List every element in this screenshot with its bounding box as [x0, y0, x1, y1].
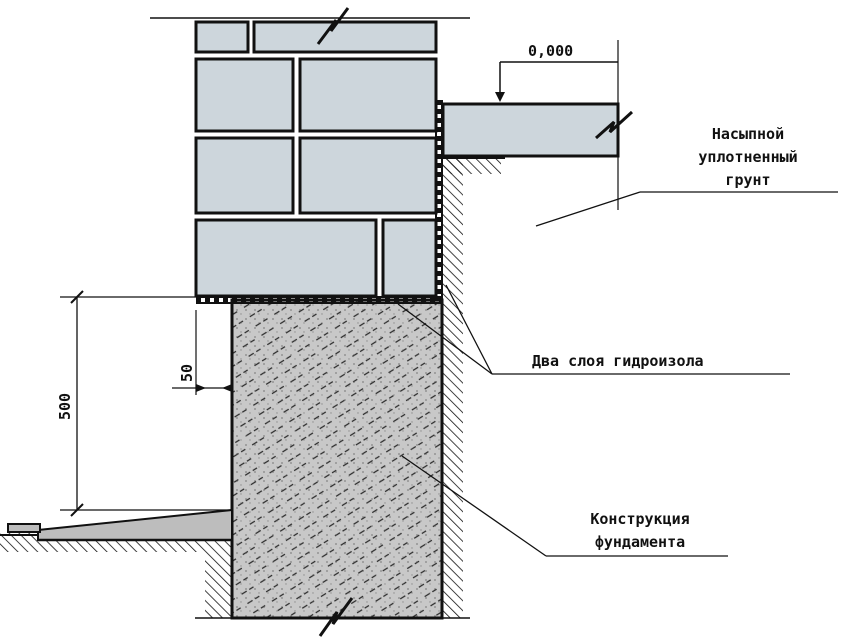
dimension-offset-label: 50: [178, 364, 196, 382]
foundation-block: [195, 298, 470, 637]
dimension-height-label: 500: [56, 393, 74, 420]
break-mark-top: [316, 7, 350, 45]
soil-label-line1: Насыпной: [712, 125, 784, 143]
soil-label-line3: грунт: [725, 171, 770, 189]
dimension-offset: 50: [172, 310, 232, 395]
leader-waterproofing: Два слоя гидроизола: [397, 284, 790, 375]
leader-foundation: Конструкция фундамента: [401, 455, 728, 557]
foundation-label-line2: фундамента: [595, 533, 685, 551]
dimension-height: 500: [56, 290, 232, 517]
foundation-label-line1: Конструкция: [590, 510, 689, 528]
leader-soil: Насыпной уплотненный грунт: [535, 125, 838, 227]
waterproofing-label: Два слоя гидроизола: [532, 352, 704, 370]
level-mark: 0,000: [495, 40, 619, 210]
brick-wall: [150, 7, 470, 298]
backfill-slab: [441, 102, 634, 158]
soil-label-line2: уплотненный: [698, 148, 797, 166]
level-mark-label: 0,000: [528, 42, 573, 60]
break-mark-bottom: [318, 597, 354, 637]
blind-area: [7, 508, 233, 542]
